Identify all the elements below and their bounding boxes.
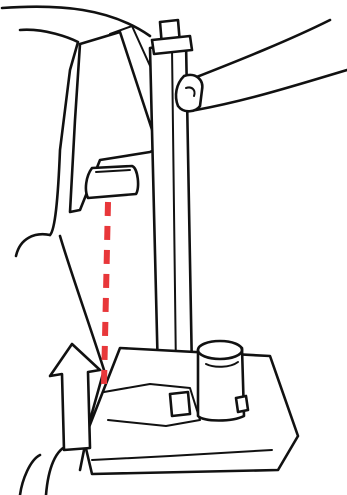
module-top bbox=[198, 341, 242, 359]
pole-top-block bbox=[152, 36, 192, 54]
stand-base bbox=[84, 348, 298, 474]
arm-lower-line bbox=[196, 70, 347, 110]
side-mirror bbox=[86, 166, 138, 198]
hand-fist bbox=[176, 75, 202, 111]
module-button bbox=[236, 396, 248, 412]
arm-upper-line bbox=[194, 20, 330, 78]
car-tire-edge bbox=[20, 455, 40, 495]
base-knob bbox=[170, 392, 190, 416]
laser-module bbox=[198, 341, 248, 421]
car-wheelarch-top bbox=[16, 234, 50, 256]
laser-line bbox=[104, 202, 108, 384]
stand-pole bbox=[150, 20, 192, 376]
hand bbox=[176, 20, 347, 111]
car-tire-edge-inner bbox=[46, 445, 70, 495]
car-roof-line bbox=[2, 7, 150, 36]
